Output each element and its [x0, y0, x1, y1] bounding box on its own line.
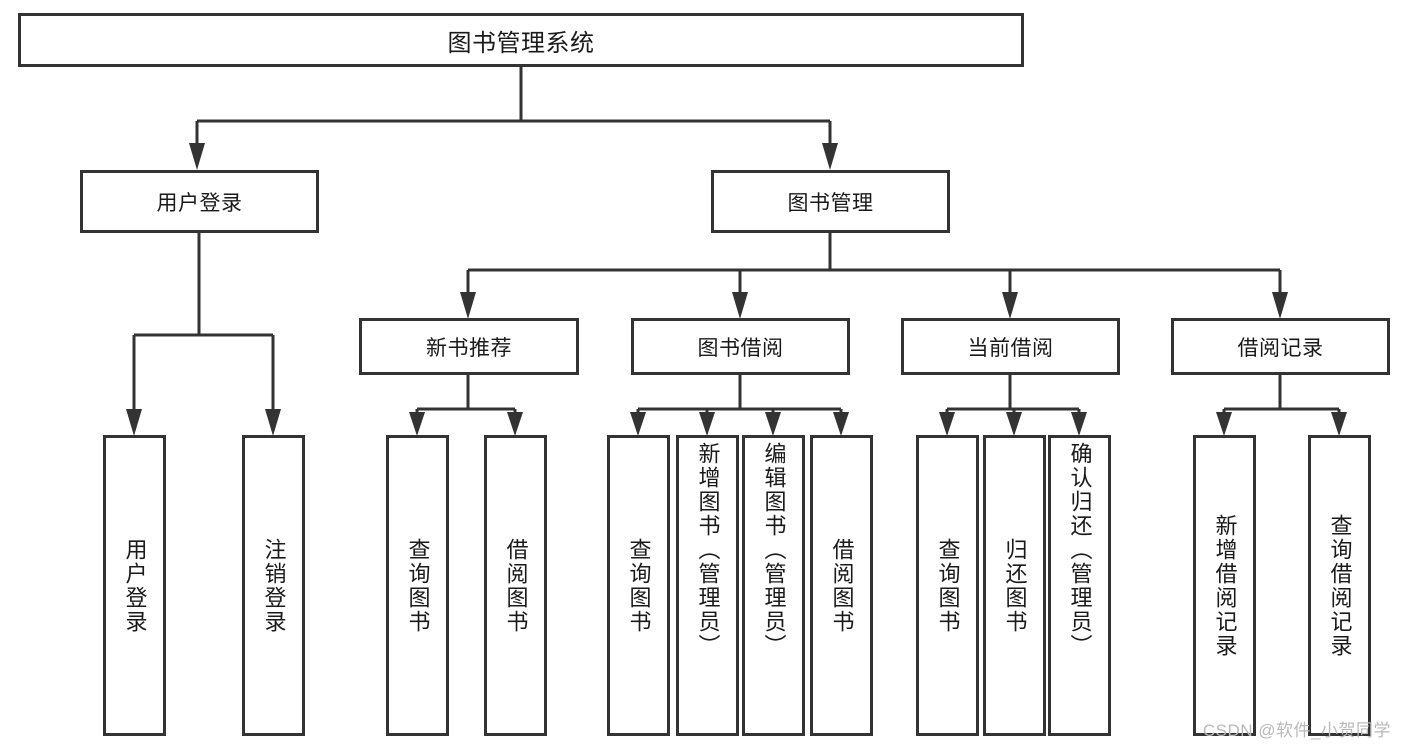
node-box-leaf-query-book-3[interactable] [916, 435, 979, 736]
arrow-head-leaf-query-book-1 [409, 412, 425, 436]
arrow-head-leaf-confirm-return [1071, 412, 1087, 436]
node-box-leaf-query-record[interactable] [1308, 435, 1371, 736]
arrow-head-leaf-borrow-book-1 [507, 412, 523, 436]
node-box-book-manage[interactable] [711, 170, 950, 233]
arrow-head-user-login [189, 143, 205, 170]
node-box-book-borrow[interactable] [631, 318, 850, 375]
node-box-leaf-borrow-book-2[interactable] [810, 435, 873, 736]
arrow-head-leaf-logout-login [265, 409, 281, 436]
node-box-current-borrow[interactable] [901, 318, 1120, 375]
arrow-head-leaf-query-book-2 [630, 412, 646, 436]
arrow-head-borrow-record [1272, 292, 1288, 319]
node-box-user-login[interactable] [80, 170, 319, 233]
node-box-leaf-user-login[interactable] [103, 435, 166, 736]
arrow-head-leaf-query-record [1331, 412, 1347, 436]
arrow-head-book-manage [822, 143, 838, 170]
arrow-head-current-borrow [1002, 292, 1018, 319]
arrow-head-leaf-edit-book [765, 412, 781, 436]
node-box-root[interactable] [18, 13, 1024, 67]
arrow-head-leaf-add-record [1216, 412, 1232, 436]
node-box-leaf-query-book-1[interactable] [386, 435, 449, 736]
arrow-head-leaf-return-book [1006, 412, 1022, 436]
node-box-leaf-borrow-book-1[interactable] [484, 435, 547, 736]
arrow-head-book-borrow [732, 292, 748, 319]
arrow-head-leaf-query-book-3 [939, 412, 955, 436]
node-box-leaf-query-book-2[interactable] [607, 435, 670, 736]
watermark-text: CSDN @软件_小贺同学 [1202, 721, 1391, 740]
arrow-head-leaf-borrow-book-2 [833, 412, 849, 436]
node-box-leaf-edit-book[interactable] [742, 435, 805, 736]
arrow-head-new-book-recommend [460, 292, 476, 319]
node-box-leaf-add-record[interactable] [1193, 435, 1256, 736]
node-box-leaf-confirm-return[interactable] [1048, 435, 1111, 736]
node-box-borrow-record[interactable] [1171, 318, 1390, 375]
node-box-leaf-add-book[interactable] [676, 435, 739, 736]
node-box-leaf-logout-login[interactable] [242, 435, 305, 736]
node-box-leaf-return-book[interactable] [983, 435, 1046, 736]
arrow-head-leaf-user-login [126, 409, 142, 436]
arrow-head-leaf-add-book [699, 412, 715, 436]
node-box-new-book-recommend[interactable] [359, 318, 579, 375]
